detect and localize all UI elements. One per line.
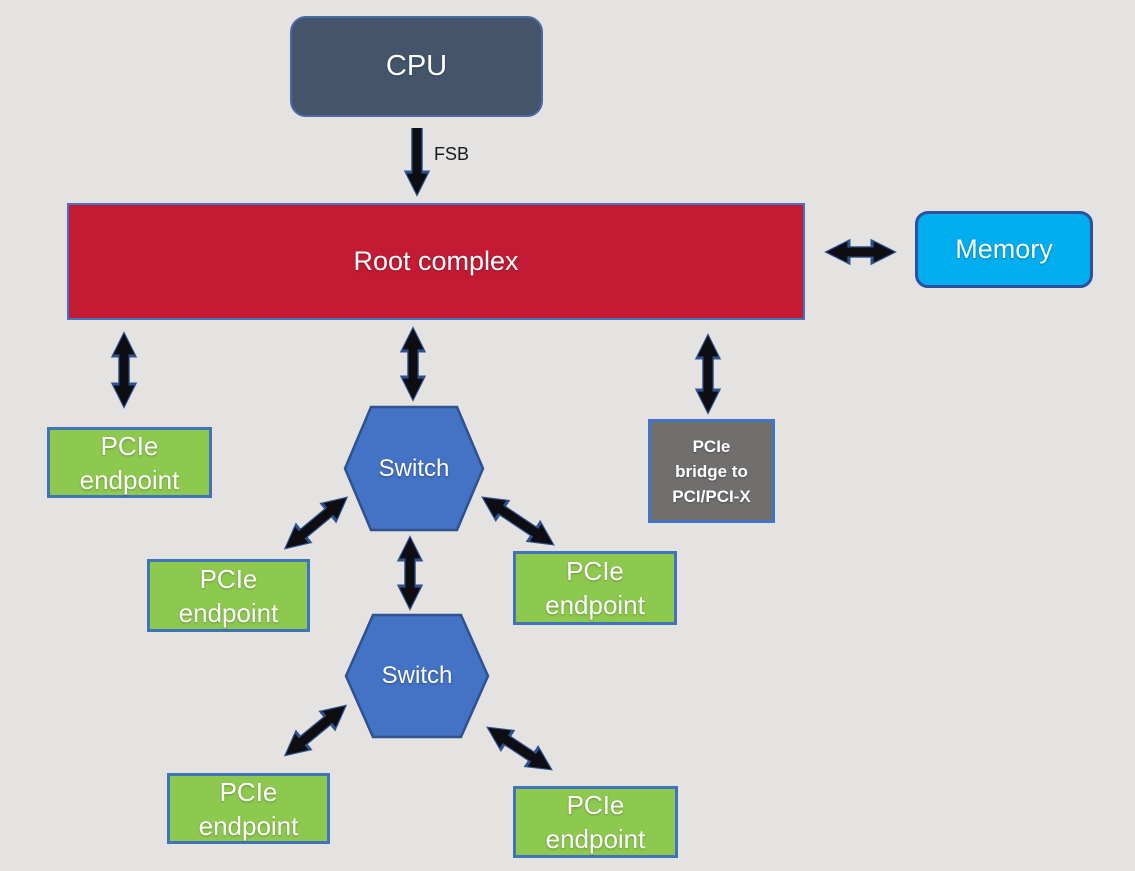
pcie-endpoint-node-top-left: PCIe endpoint: [47, 427, 212, 498]
hexagon-shape: [343, 405, 485, 532]
hexagon-shape: [344, 613, 490, 739]
endpoint-label-line2: endpoint: [545, 824, 646, 854]
arrow-switch2-endpoint-left: [283, 704, 348, 757]
endpoint-label-line2: endpoint: [198, 810, 299, 841]
bridge-label-line2: bridge to: [675, 461, 748, 481]
endpoint-label-line1: PCIe: [219, 776, 278, 807]
endpoint-label-line1: PCIe: [100, 430, 159, 461]
bridge-label-line3: PCI/PCI-X: [672, 486, 751, 506]
arrow-switch2-endpoint-right: [486, 726, 553, 771]
arrow-switch1-endpoint-right: [481, 496, 555, 546]
pcie-endpoint-node-mid-left: PCIe endpoint: [147, 559, 310, 632]
cpu-node: CPU: [290, 16, 543, 117]
switch2-node: Switch: [344, 613, 490, 739]
endpoint-label-line2: endpoint: [178, 597, 279, 628]
pcie-endpoint-node-bottom-right: PCIe endpoint: [513, 786, 678, 858]
memory-node: Memory: [915, 211, 1093, 288]
switch1-node: Switch: [343, 405, 485, 532]
arrow-switch1-endpoint-left: [283, 496, 349, 550]
switch1-label: Switch: [378, 454, 450, 482]
pcie-endpoint-node-bottom-left: PCIe endpoint: [167, 773, 330, 844]
switch2-label: Switch: [381, 662, 453, 689]
cpu-label: CPU: [385, 50, 448, 82]
bridge-label-line1: PCIe: [692, 436, 731, 456]
root-complex-node: Root complex: [67, 203, 805, 320]
memory-label: Memory: [955, 234, 1053, 264]
fsb-bus-label: FSB: [434, 144, 470, 164]
pcie-endpoint-node-mid-right: PCIe endpoint: [513, 551, 677, 625]
endpoint-label-line1: PCIe: [566, 790, 625, 820]
endpoint-label-line1: PCIe: [566, 556, 624, 586]
pcie-bridge-node: PCIe bridge to PCI/PCI-X: [648, 419, 775, 523]
endpoint-label-line2: endpoint: [79, 464, 180, 495]
endpoint-label-line2: endpoint: [545, 590, 645, 620]
endpoint-label-line1: PCIe: [199, 563, 258, 594]
root-complex-label: Root complex: [353, 246, 519, 276]
